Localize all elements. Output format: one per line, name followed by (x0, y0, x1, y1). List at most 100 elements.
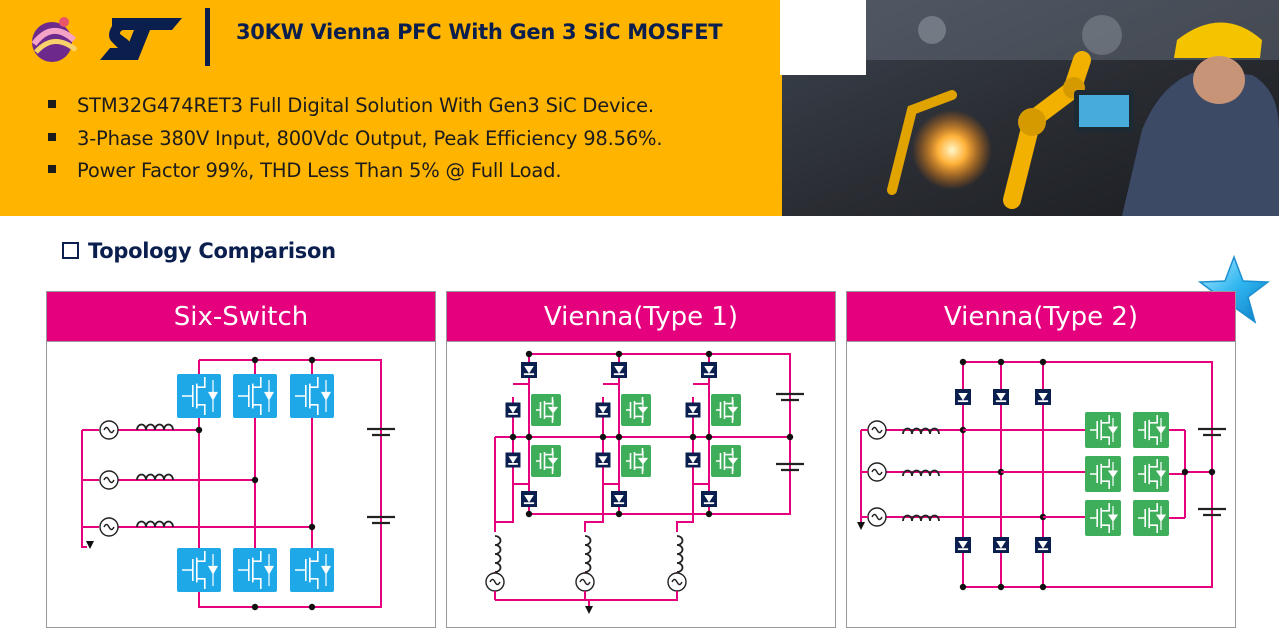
arrow-down-icon (585, 606, 593, 614)
inductor-icon (676, 535, 684, 573)
inductor-icon (902, 514, 940, 522)
mosfet-icon (290, 374, 334, 418)
mosfet-icon (1133, 456, 1169, 492)
feature-bullet-list: STM32G474RET3 Full Digital Solution With… (48, 92, 663, 190)
mosfet-icon (621, 394, 651, 426)
inductor-icon (494, 535, 502, 573)
diode-icon (521, 491, 537, 507)
wire (495, 591, 586, 601)
junction-dot (525, 350, 533, 358)
junction-dot (689, 433, 697, 441)
panel-title: Six-Switch (47, 292, 435, 342)
panel-vienna-type-1: Vienna(Type 1) (446, 291, 836, 628)
diode-icon (595, 452, 611, 468)
junction-dot (308, 356, 316, 364)
junction-dot (525, 433, 533, 441)
mosfet-icon (1085, 412, 1121, 448)
ac-source-icon (867, 507, 887, 527)
inductor-icon (136, 423, 174, 431)
page-title: 30KW Vienna PFC With Gen 3 SiC MOSFET (236, 20, 723, 44)
panel-six-switch: Six-Switch (46, 291, 436, 628)
diode-icon (701, 491, 717, 507)
junction-dot (195, 426, 203, 434)
feature-bullet: STM32G474RET3 Full Digital Solution With… (48, 92, 662, 125)
mosfet-icon (531, 445, 561, 477)
ac-source-icon (485, 572, 505, 592)
mosfet-icon (711, 445, 741, 477)
ac-source-icon (867, 420, 887, 440)
junction-dot (1039, 583, 1047, 591)
diode-icon (701, 362, 717, 378)
diode-icon (993, 389, 1009, 405)
diode-icon (955, 389, 971, 405)
wire (494, 480, 514, 532)
mosfet-icon (1133, 500, 1169, 536)
section-heading: Topology Comparison (62, 239, 336, 263)
mosfet-icon (290, 548, 334, 592)
junction-dot (615, 510, 623, 518)
diode-icon (611, 362, 627, 378)
feature-bullet-text: Power Factor 99%, THD Less Than 5% @ Ful… (77, 159, 562, 182)
feature-bullet: 3-Phase 380V Input, 800Vdc Output, Peak … (48, 125, 663, 158)
arrow-down-icon (86, 541, 94, 549)
diode-icon (611, 491, 627, 507)
feature-bullet: Power Factor 99%, THD Less Than 5% @ Ful… (48, 157, 662, 190)
panel-vienna-type-2: Vienna(Type 2) (846, 291, 1236, 628)
inductor-icon (902, 469, 940, 477)
ac-source-icon (667, 572, 687, 592)
capacitor-icon (367, 427, 395, 437)
junction-dot (509, 433, 517, 441)
bullet-square-icon (48, 100, 56, 108)
junction-dot (525, 510, 533, 518)
panel-title: Vienna(Type 2) (847, 292, 1235, 342)
junction-dot (705, 510, 713, 518)
inductor-icon (136, 520, 174, 528)
bullet-square-icon (48, 132, 56, 141)
inductor-icon (584, 535, 592, 573)
junction-dot (959, 358, 967, 366)
arrow-down-icon (857, 522, 865, 530)
junction-dot (251, 476, 259, 484)
diode-icon (505, 402, 521, 418)
capacitor-icon (776, 392, 804, 402)
inductor-icon (136, 473, 174, 481)
panel-title: Vienna(Type 1) (447, 292, 835, 342)
diode-icon (685, 452, 701, 468)
st-logo (100, 18, 182, 60)
diode-icon (505, 452, 521, 468)
junction-dot (615, 350, 623, 358)
junction-dot (1181, 468, 1189, 476)
junction-dot (997, 358, 1005, 366)
checkbox-square-icon (62, 242, 79, 259)
capacitor-icon (776, 462, 804, 472)
wire (529, 353, 791, 515)
capacitor-icon (1198, 507, 1226, 517)
junction-dot (705, 433, 713, 441)
diode-icon (993, 537, 1009, 553)
vienna-type-2-circuit-diagram (847, 342, 1235, 627)
diode-icon (1035, 389, 1051, 405)
mosfet-icon (177, 374, 221, 418)
title-divider (205, 8, 210, 66)
junction-dot (251, 603, 259, 611)
diode-icon (1035, 537, 1051, 553)
mosfet-icon (233, 548, 277, 592)
diode-icon (521, 362, 537, 378)
mosfet-icon (1133, 412, 1169, 448)
mosfet-icon (177, 548, 221, 592)
ac-source-icon (867, 462, 887, 482)
mosfet-icon (711, 394, 741, 426)
ac-source-icon (99, 470, 119, 490)
section-heading-text: Topology Comparison (88, 239, 336, 263)
feature-bullet-text: STM32G474RET3 Full Digital Solution With… (77, 94, 654, 117)
capacitor-icon (367, 515, 395, 525)
junction-dot (705, 350, 713, 358)
six-switch-circuit-diagram (47, 342, 435, 627)
inductor-icon (902, 427, 940, 435)
junction-dot (251, 356, 259, 364)
company-swirl-logo (31, 17, 78, 62)
feature-bullet-text: 3-Phase 380V Input, 800Vdc Output, Peak … (77, 126, 663, 150)
vienna-type-1-circuit-diagram (447, 342, 835, 627)
diode-icon (955, 537, 971, 553)
wire (81, 430, 87, 548)
